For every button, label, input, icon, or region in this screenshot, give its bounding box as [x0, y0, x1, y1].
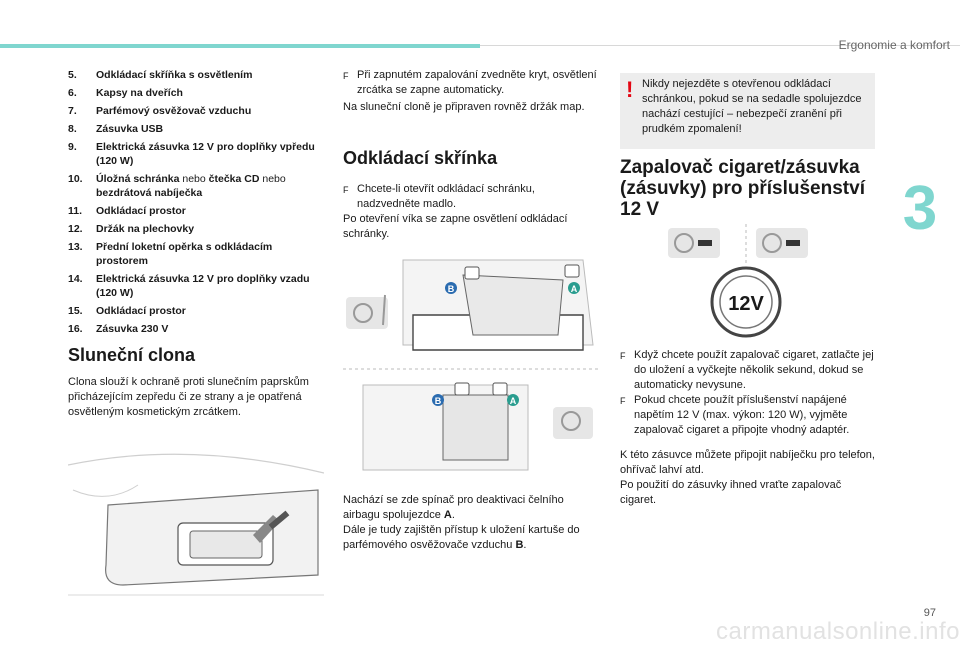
label-b-2: B — [435, 396, 442, 406]
warning-text: Nikdy nejezděte s otevřenou odkládací sc… — [642, 78, 862, 135]
list-item: 5.Odkládací skříňka s osvětlením — [68, 69, 253, 81]
sun-visor-title: Sluneční clona — [68, 345, 196, 365]
label-a: A — [571, 284, 578, 294]
glovebox-light-text: Po otevření víka se zapne osvětlení odkl… — [343, 213, 568, 240]
item-list: 5.Odkládací skříňka s osvětlením 6.Kapsy… — [68, 68, 323, 340]
socket-label: 12V — [728, 293, 764, 315]
label-b-marker — [445, 282, 457, 294]
charger-text: K této zásuvce můžete připojit nabíječku… — [620, 449, 875, 506]
list-item: 15.Odkládací prostor — [68, 305, 186, 317]
label-a-marker — [568, 282, 580, 294]
socket-title: Zapalovač cigaret/zásuvka (zásuvky) pro … — [620, 157, 865, 220]
label-b-marker-2 — [432, 394, 444, 406]
list-item: 13.Přední loketní opěrka s odkládacím pr… — [68, 241, 273, 267]
sun-visor-illustration — [68, 445, 324, 605]
watermark: carmanualsonline.info — [716, 618, 960, 645]
list-item: 9.Elektrická zásuvka 12 V pro doplňky vp… — [68, 141, 315, 167]
chapter-number: 3 — [902, 174, 938, 243]
header-rule — [480, 45, 960, 46]
warning-box: ! Nikdy nejezděte s otevřenou odkládací … — [620, 73, 875, 149]
airbag-switch-text: Nachází se zde spínač pro deaktivaci čel… — [343, 494, 580, 551]
list-item: 11.Odkládací prostor — [68, 205, 186, 217]
sun-visor-text: Clona slouží k ochraně proti slunečním p… — [68, 376, 309, 418]
list-item: 16.Zásuvka 230 V — [68, 323, 169, 335]
glovebox-title: Odkládací skřínka — [343, 148, 498, 168]
label-b: B — [448, 284, 455, 294]
socket-illustration: 12V — [668, 222, 838, 340]
list-item: 12.Držák na plechovky — [68, 223, 195, 235]
map-holder-text: Na sluneční cloně je připraven rovněž dr… — [343, 101, 585, 113]
label-a-marker-2 — [507, 394, 519, 406]
list-item: 6.Kapsy na dveřích — [68, 87, 183, 99]
list-item: 14.Elektrická zásuvka 12 V pro doplňky v… — [68, 273, 310, 299]
label-a-2: A — [510, 396, 517, 406]
list-item: 8.Zásuvka USB — [68, 123, 164, 135]
glovebox-illustration: B A B A — [343, 255, 598, 485]
list-item: 7.Parfémový osvěžovač vzduchu — [68, 105, 252, 117]
header-accent-bar — [0, 44, 480, 48]
chapter-title: Ergonomie a komfort — [838, 38, 950, 52]
warning-icon: ! — [626, 77, 634, 102]
page-number: 97 — [923, 607, 936, 619]
